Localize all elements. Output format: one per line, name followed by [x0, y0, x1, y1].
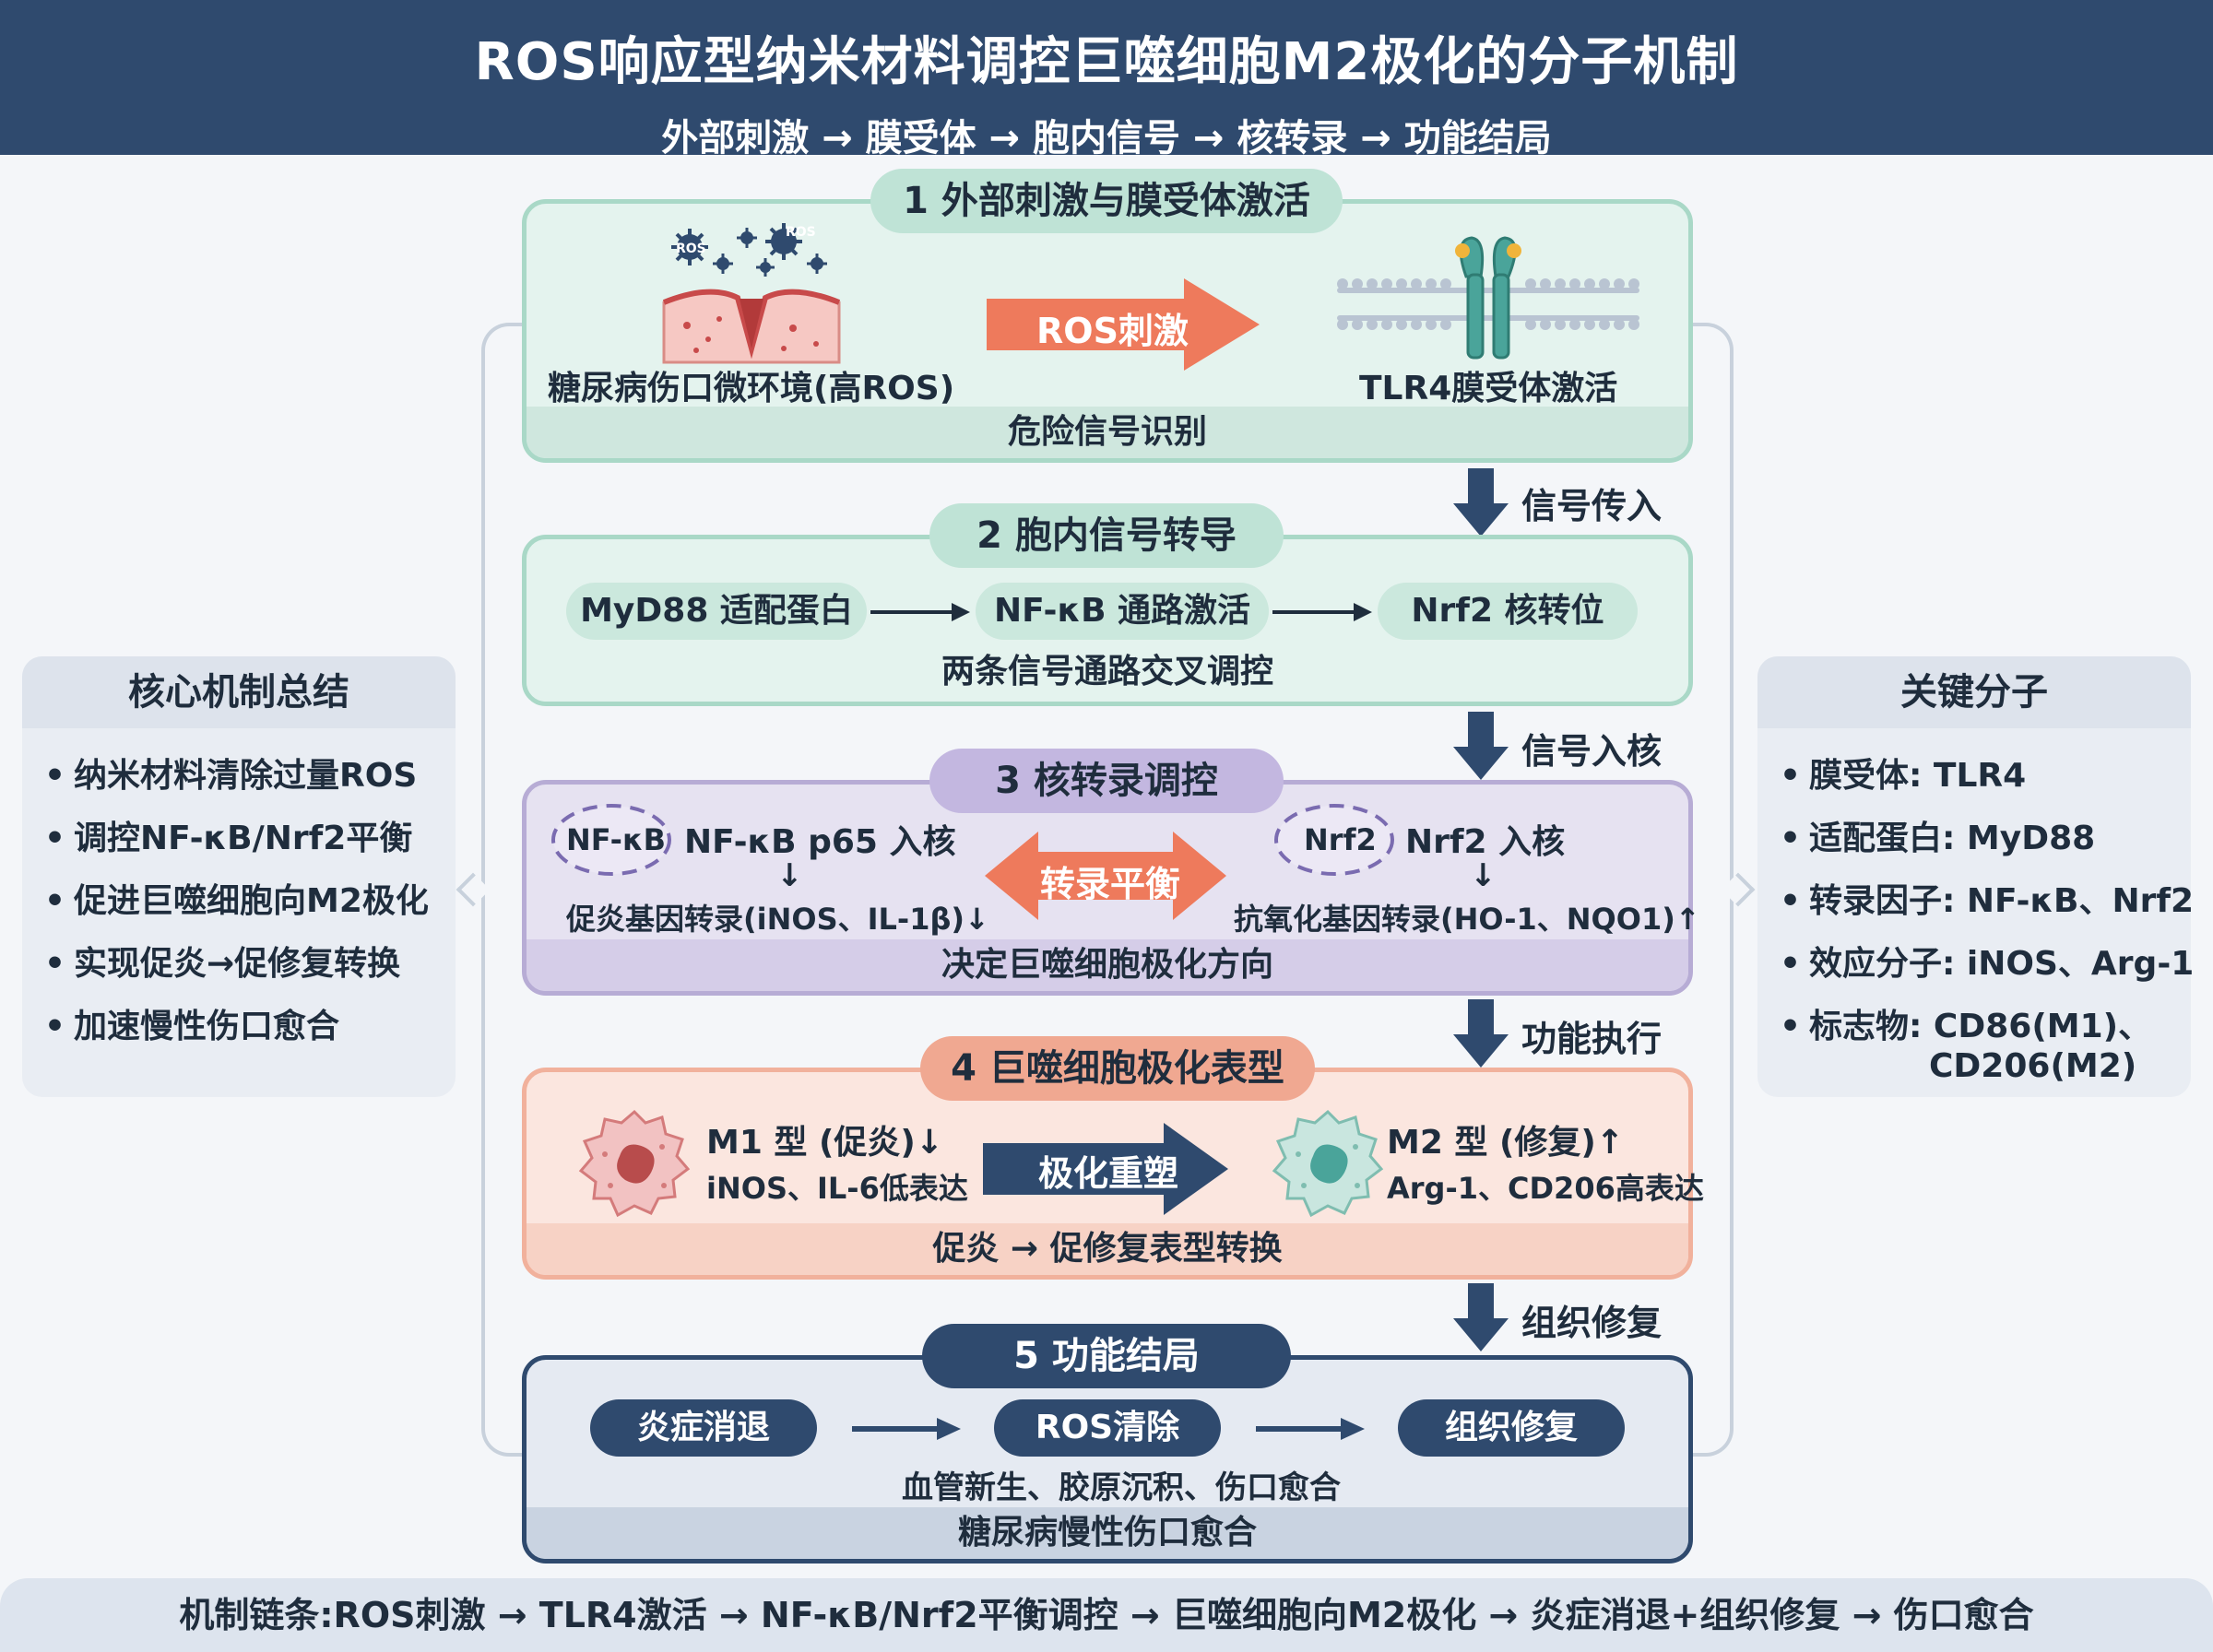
nrf2-nucleus-icon — [1274, 804, 1394, 876]
ros-badge-1: ROS — [676, 242, 706, 256]
inflammation-resolved-pill: 炎症消退 — [590, 1399, 817, 1457]
nrf2-tag: Nrf2 — [1304, 822, 1377, 857]
page-subtitle: 外部刺激 → 膜受体 → 胞内信号 → 核转录 → 功能结局 — [661, 117, 1552, 159]
nfkb-down-arrow: ↓ — [776, 857, 803, 894]
ros-stimulus-arrow — [987, 278, 1260, 371]
wound-label: 糖尿病伤口微环境(高ROS) — [548, 370, 955, 407]
header-banner: ROS响应型纳米材料调控巨噬细胞M2极化的分子机制 外部刺激 → 膜受体 → 胞… — [0, 0, 2213, 159]
transcription-balance-arrow — [985, 832, 1226, 920]
ros-stimulus-label: ROS刺激 — [1036, 311, 1189, 351]
nfkb-pill: NF-κB 通路激活 — [976, 583, 1269, 640]
stage5-sub: 血管新生、胶原沉积、伤口愈合 — [902, 1469, 1341, 1506]
nfkb-tag: NF-κB — [566, 822, 667, 857]
molecule-item: 效应分子: iNOS、Arg-1 — [1780, 933, 2194, 996]
stage4-title: 4 巨噬细胞极化表型 — [920, 1036, 1315, 1101]
m2-macrophage-icon — [1272, 1109, 1384, 1218]
stage3-band: 决定巨噬细胞极化方向 — [527, 939, 1688, 991]
key-molecules-panel: 关键分子 膜受体: TLR4 适配蛋白: MyD88 转录因子: NF-κB、N… — [1757, 656, 2194, 1097]
tissue-repair-pill: 组织修复 — [1398, 1399, 1625, 1457]
flow-arrow-5a — [852, 1418, 961, 1440]
summary-title: 核心机制总结 — [22, 656, 456, 728]
summary-item: 促进巨噬细胞向M2极化 — [44, 870, 456, 933]
molecule-item: 膜受体: TLR4 — [1780, 745, 2191, 808]
stage2-band: 两条信号通路交叉调控 — [527, 646, 1688, 702]
mechanism-chain-footer: 机制链条:ROS刺激 → TLR4激活 → NF-κB/Nrf2平衡调控 → 巨… — [0, 1578, 2213, 1652]
arrow2-label: 信号入核 — [1521, 731, 1663, 772]
down-arrow-2 — [1453, 712, 1509, 780]
flow-arrow-2a — [870, 603, 970, 621]
myd88-pill: MyD88 适配蛋白 — [566, 583, 867, 640]
down-arrow-4 — [1453, 1283, 1509, 1351]
tlr4-label: TLR4膜受体激活 — [1359, 370, 1618, 407]
molecule-item-cont: CD206(M2) — [1929, 1047, 2137, 1085]
m2-sub: Arg-1、CD206高表达 — [1387, 1171, 1704, 1206]
arrow4-label: 组织修复 — [1521, 1303, 1663, 1343]
page-title: ROS响应型纳米材料调控巨噬细胞M2极化的分子机制 — [474, 32, 1739, 92]
stage1-band: 危险信号识别 — [527, 407, 1688, 458]
tlr4-receptor-illustration — [1337, 236, 1639, 360]
arrow3-label: 功能执行 — [1521, 1019, 1663, 1059]
ros-clearance-pill: ROS清除 — [994, 1399, 1221, 1457]
m2-head: M2 型 (修复)↑ — [1387, 1124, 1625, 1162]
down-arrow-3 — [1453, 999, 1509, 1068]
stage5-panel: 糖尿病慢性伤口愈合 — [522, 1355, 1693, 1564]
summary-item: 纳米材料清除过量ROS — [44, 745, 456, 808]
stage5-title: 5 功能结局 — [922, 1324, 1291, 1388]
stage4-band: 促炎 → 促修复表型转换 — [527, 1223, 1688, 1275]
molecule-item: 转录因子: NF-κB、Nrf2 — [1780, 870, 2194, 933]
nfkb-result: 促炎基因转录(iNOS、IL-1β)↓ — [566, 902, 989, 937]
ros-badge-2: ROS — [786, 225, 816, 240]
molecule-item: 标志物: CD86(M1)、CD206(M2) — [1780, 996, 2191, 1088]
stage3-title: 3 核转录调控 — [929, 749, 1284, 813]
polarization-remodel-arrow — [983, 1123, 1228, 1215]
nrf2-down-arrow: ↓ — [1470, 857, 1497, 894]
key-molecules-title: 关键分子 — [1757, 656, 2191, 728]
down-arrow-1 — [1453, 468, 1509, 537]
nrf2-head: Nrf2 入核 — [1405, 823, 1566, 861]
summary-item: 加速慢性伤口愈合 — [44, 996, 456, 1058]
summary-item: 调控NF-κB/Nrf2平衡 — [44, 808, 456, 870]
molecule-item-text: 标志物: CD86(M1)、 — [1809, 1008, 2152, 1045]
core-mechanism-summary: 核心机制总结 纳米材料清除过量ROS 调控NF-κB/Nrf2平衡 促进巨噬细胞… — [22, 656, 456, 1097]
summary-item: 实现促炎→促修复转换 — [44, 933, 456, 996]
arrow1-label: 信号传入 — [1521, 486, 1663, 526]
polarization-remodel-label: 极化重塑 — [1038, 1153, 1179, 1194]
m1-macrophage-icon — [578, 1109, 691, 1218]
nrf2-pill: Nrf2 核转位 — [1378, 583, 1638, 640]
m1-sub: iNOS、IL-6低表达 — [706, 1171, 968, 1206]
flow-arrow-2b — [1272, 603, 1372, 621]
nfkb-head: NF-κB p65 入核 — [684, 823, 956, 861]
m1-head: M1 型 (促炎)↓ — [706, 1124, 944, 1162]
nfkb-nucleus-icon — [551, 804, 671, 876]
stage3-panel: 决定巨噬细胞极化方向 — [522, 780, 1693, 996]
stage1-title: 1 外部刺激与膜受体激活 — [870, 169, 1343, 233]
molecule-item: 适配蛋白: MyD88 — [1780, 808, 2191, 870]
nrf2-result: 抗氧化基因转录(HO-1、NQO1)↑ — [1234, 902, 1700, 937]
flow-arrow-5b — [1256, 1418, 1365, 1440]
stage5-band: 糖尿病慢性伤口愈合 — [527, 1507, 1688, 1559]
wound-tissue-illustration — [662, 223, 841, 364]
transcription-balance-label: 转录平衡 — [1040, 864, 1181, 904]
stage2-title: 2 胞内信号转导 — [929, 503, 1284, 568]
